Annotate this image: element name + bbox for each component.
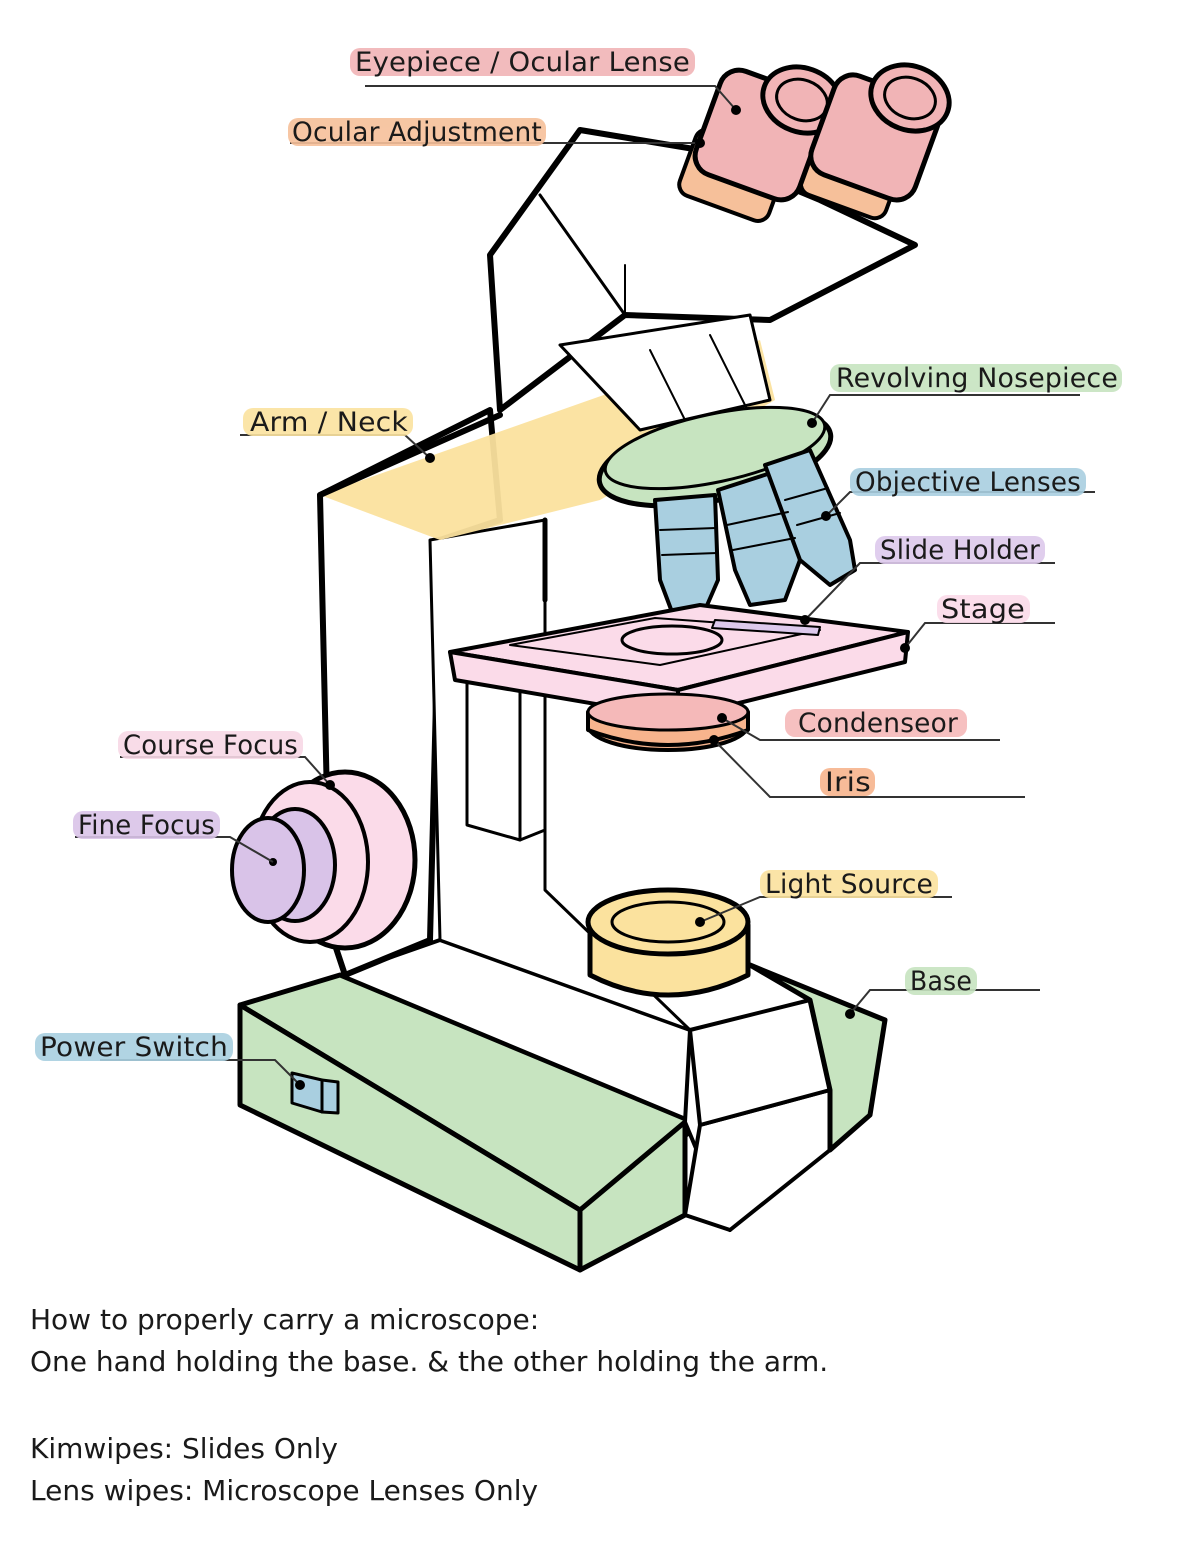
label-slide-holder: Slide Holder (880, 535, 1041, 566)
label-course-focus: Course Focus (123, 730, 298, 761)
label-objective-lenses: Objective Lenses (855, 467, 1081, 498)
part-labels: Eyepiece / Ocular Lense Ocular Adjustmen… (40, 47, 1118, 1063)
label-highlights (35, 48, 1122, 1061)
carry-title: How to properly carry a microscope: (30, 1303, 540, 1336)
label-light-source: Light Source (765, 869, 933, 900)
label-eyepiece: Eyepiece / Ocular Lense (355, 47, 690, 78)
label-fine-focus: Fine Focus (78, 810, 215, 841)
head-part (487, 127, 918, 432)
label-base: Base (910, 966, 972, 997)
eyepiece-part (677, 62, 952, 223)
leader-dots (295, 105, 910, 1090)
label-iris: Iris (825, 767, 871, 798)
lens-wipes-note: Lens wipes: Microscope Lenses Only (30, 1474, 539, 1507)
label-condenser: Condenseor (798, 708, 959, 739)
power-switch-part (290, 1071, 340, 1115)
objective-lenses-part (653, 448, 857, 614)
kimwipes-note: Kimwipes: Slides Only (30, 1432, 338, 1465)
label-revolving-nosepiece: Revolving Nosepiece (836, 363, 1118, 394)
label-ocular-adjustment: Ocular Adjustment (292, 117, 542, 148)
label-power-switch: Power Switch (40, 1032, 228, 1063)
condenser-part (586, 692, 750, 752)
focus-knobs-part (230, 769, 418, 951)
carry-text: One hand holding the base. & the other h… (30, 1345, 829, 1378)
base-part (237, 938, 888, 1273)
label-stage: Stage (941, 594, 1025, 625)
light-source-part (585, 887, 751, 998)
label-arm-neck: Arm / Neck (250, 407, 408, 438)
